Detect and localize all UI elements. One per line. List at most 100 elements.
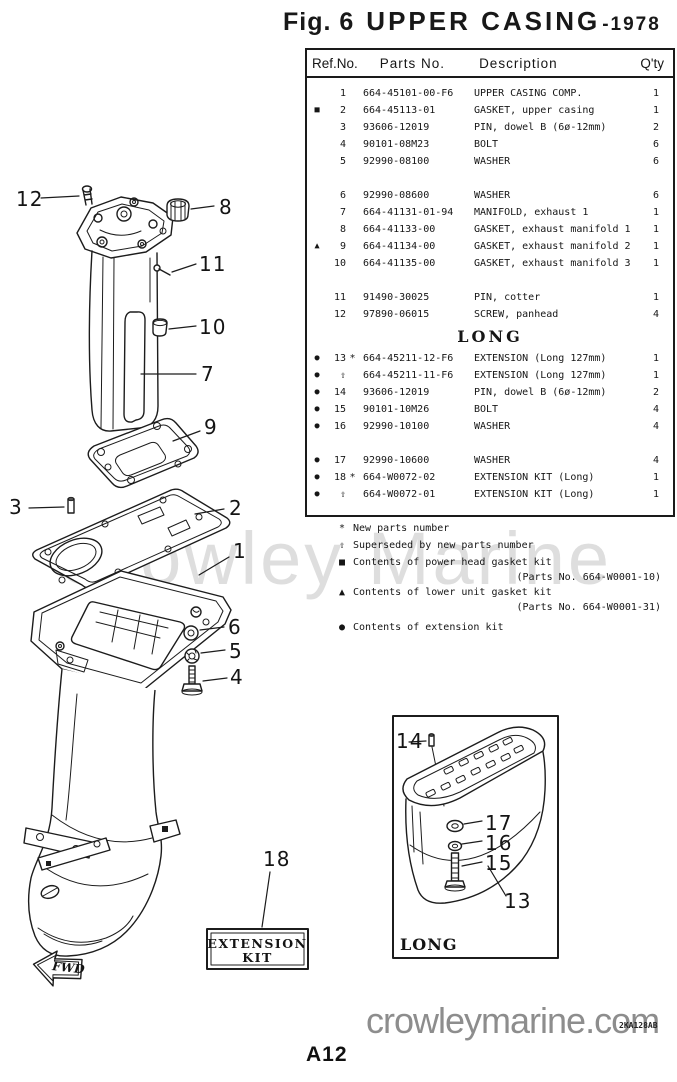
cell-star <box>347 153 358 170</box>
cell-marker <box>311 85 323 102</box>
cell-parts: 93606-12019 <box>363 122 430 133</box>
cell-ref: 5 <box>339 156 346 167</box>
cell-marker <box>311 119 323 136</box>
cell-star: * <box>349 353 356 364</box>
cell-star <box>347 418 358 435</box>
legend-item: ▲Contents of lower unit gasket kit(Parts… <box>331 584 663 614</box>
legend-item: ⇧Superseded by new parts number <box>331 537 663 554</box>
extension-kit-label-line1: EXTENSION <box>207 936 307 951</box>
callout-10: 10 <box>199 315 226 339</box>
cell-ref: 3 <box>339 122 346 133</box>
cotter-pin-drawing <box>153 263 197 276</box>
cell-star <box>347 204 358 221</box>
cell-desc: PIN, cotter <box>474 292 541 303</box>
legend-text: Superseded by new parts number <box>353 540 534 551</box>
callout-18: 18 <box>263 847 290 871</box>
legend-text: Contents of lower unit gasket kit <box>353 587 552 598</box>
cell-parts: 92990-10600 <box>363 455 430 466</box>
cell-star <box>347 452 358 469</box>
cell-parts: 90101-08M23 <box>363 139 430 150</box>
legend-text: Contents of extension kit <box>353 622 504 633</box>
cell-marker <box>311 289 323 306</box>
figure-name: UPPER CASING <box>366 6 601 36</box>
cell-parts: 664-41135-00 <box>363 258 436 269</box>
cell-star <box>347 238 358 255</box>
cell-parts: 92990-10100 <box>363 421 430 432</box>
casing-body-drawing <box>23 668 181 957</box>
table-gap <box>311 272 669 289</box>
cell-star <box>347 85 358 102</box>
cell-marker: ● <box>314 387 320 397</box>
cell-parts: 664-45113-01 <box>363 105 436 116</box>
cell-qty: 6 <box>652 156 660 167</box>
cell-parts: 97890-06015 <box>363 309 430 320</box>
cell-ref: ⇧ <box>339 370 346 381</box>
callout-9: 9 <box>204 415 218 439</box>
fwd-label: FWD <box>51 959 86 976</box>
legend-item: *New parts number <box>331 520 663 537</box>
cell-desc: PIN, dowel B (6ø-12mm) <box>474 387 607 398</box>
cell-desc: EXTENSION KIT (Long) <box>474 489 595 500</box>
cell-ref: 17 <box>333 455 346 466</box>
grommet-cap-drawing <box>166 198 215 222</box>
legend-sub: (Parts No. 664-W0001-31) <box>516 602 662 613</box>
cell-qty: 1 <box>652 489 660 500</box>
cell-desc: EXTENSION (Long 127mm) <box>474 353 607 364</box>
figure-year: -1978 <box>602 14 661 35</box>
cell-qty: 6 <box>652 190 660 201</box>
cell-marker: ▲ <box>314 241 320 251</box>
page-title: Fig. 6 UPPER CASING -1978 <box>283 6 661 37</box>
cell-ref: 15 <box>333 404 346 415</box>
washer-5-drawing <box>184 648 226 664</box>
manifold-gasket-drawing <box>87 417 201 489</box>
callout-13: 13 <box>504 889 531 913</box>
cell-qty: 2 <box>652 122 660 133</box>
cell-qty: 1 <box>652 370 660 381</box>
cell-desc: WASHER <box>474 190 511 201</box>
cell-desc: SCREW, panhead <box>474 309 559 320</box>
callout-14: 14 <box>396 729 423 753</box>
extension-kit-box: EXTENSION KIT <box>206 871 309 970</box>
legend-symbol: ● <box>338 622 346 633</box>
cell-qty: 1 <box>652 472 660 483</box>
callout-5: 5 <box>229 639 243 663</box>
cell-marker <box>311 255 323 272</box>
cell-qty: 6 <box>652 139 660 150</box>
cell-parts: 664-W0072-01 <box>363 489 436 500</box>
figure-number: Fig. 6 <box>283 8 355 36</box>
cell-star <box>347 306 358 323</box>
cell-ref: 9 <box>339 241 346 252</box>
cell-marker <box>311 187 323 204</box>
cell-parts: 664-W0072-02 <box>363 472 436 483</box>
cell-parts: 664-41133-00 <box>363 224 436 235</box>
cell-qty: 1 <box>652 353 660 364</box>
callout-7: 7 <box>201 362 215 386</box>
washer-6-drawing <box>183 625 225 641</box>
cell-star <box>347 384 358 401</box>
cell-qty: 1 <box>652 241 660 252</box>
cell-parts: 664-45211-12-F6 <box>363 353 454 364</box>
cell-qty: 4 <box>652 455 660 466</box>
cell-star <box>347 221 358 238</box>
cell-parts: 664-45101-00-F6 <box>363 88 454 99</box>
exhaust-manifold-drawing <box>76 196 174 432</box>
cell-star: * <box>349 472 356 483</box>
cell-qty: 1 <box>652 88 660 99</box>
dowel-pin-drawing <box>28 496 75 514</box>
legend-symbol: * <box>338 523 346 534</box>
legend-text: Contents of power head gasket kit <box>353 557 552 568</box>
cell-qty: 1 <box>652 258 660 269</box>
cell-qty: 4 <box>652 404 660 415</box>
cell-ref: 10 <box>333 258 346 269</box>
header-qty: Q'ty <box>640 56 664 71</box>
cell-marker: ■ <box>314 105 320 115</box>
cell-parts: 664-41134-00 <box>363 241 436 252</box>
